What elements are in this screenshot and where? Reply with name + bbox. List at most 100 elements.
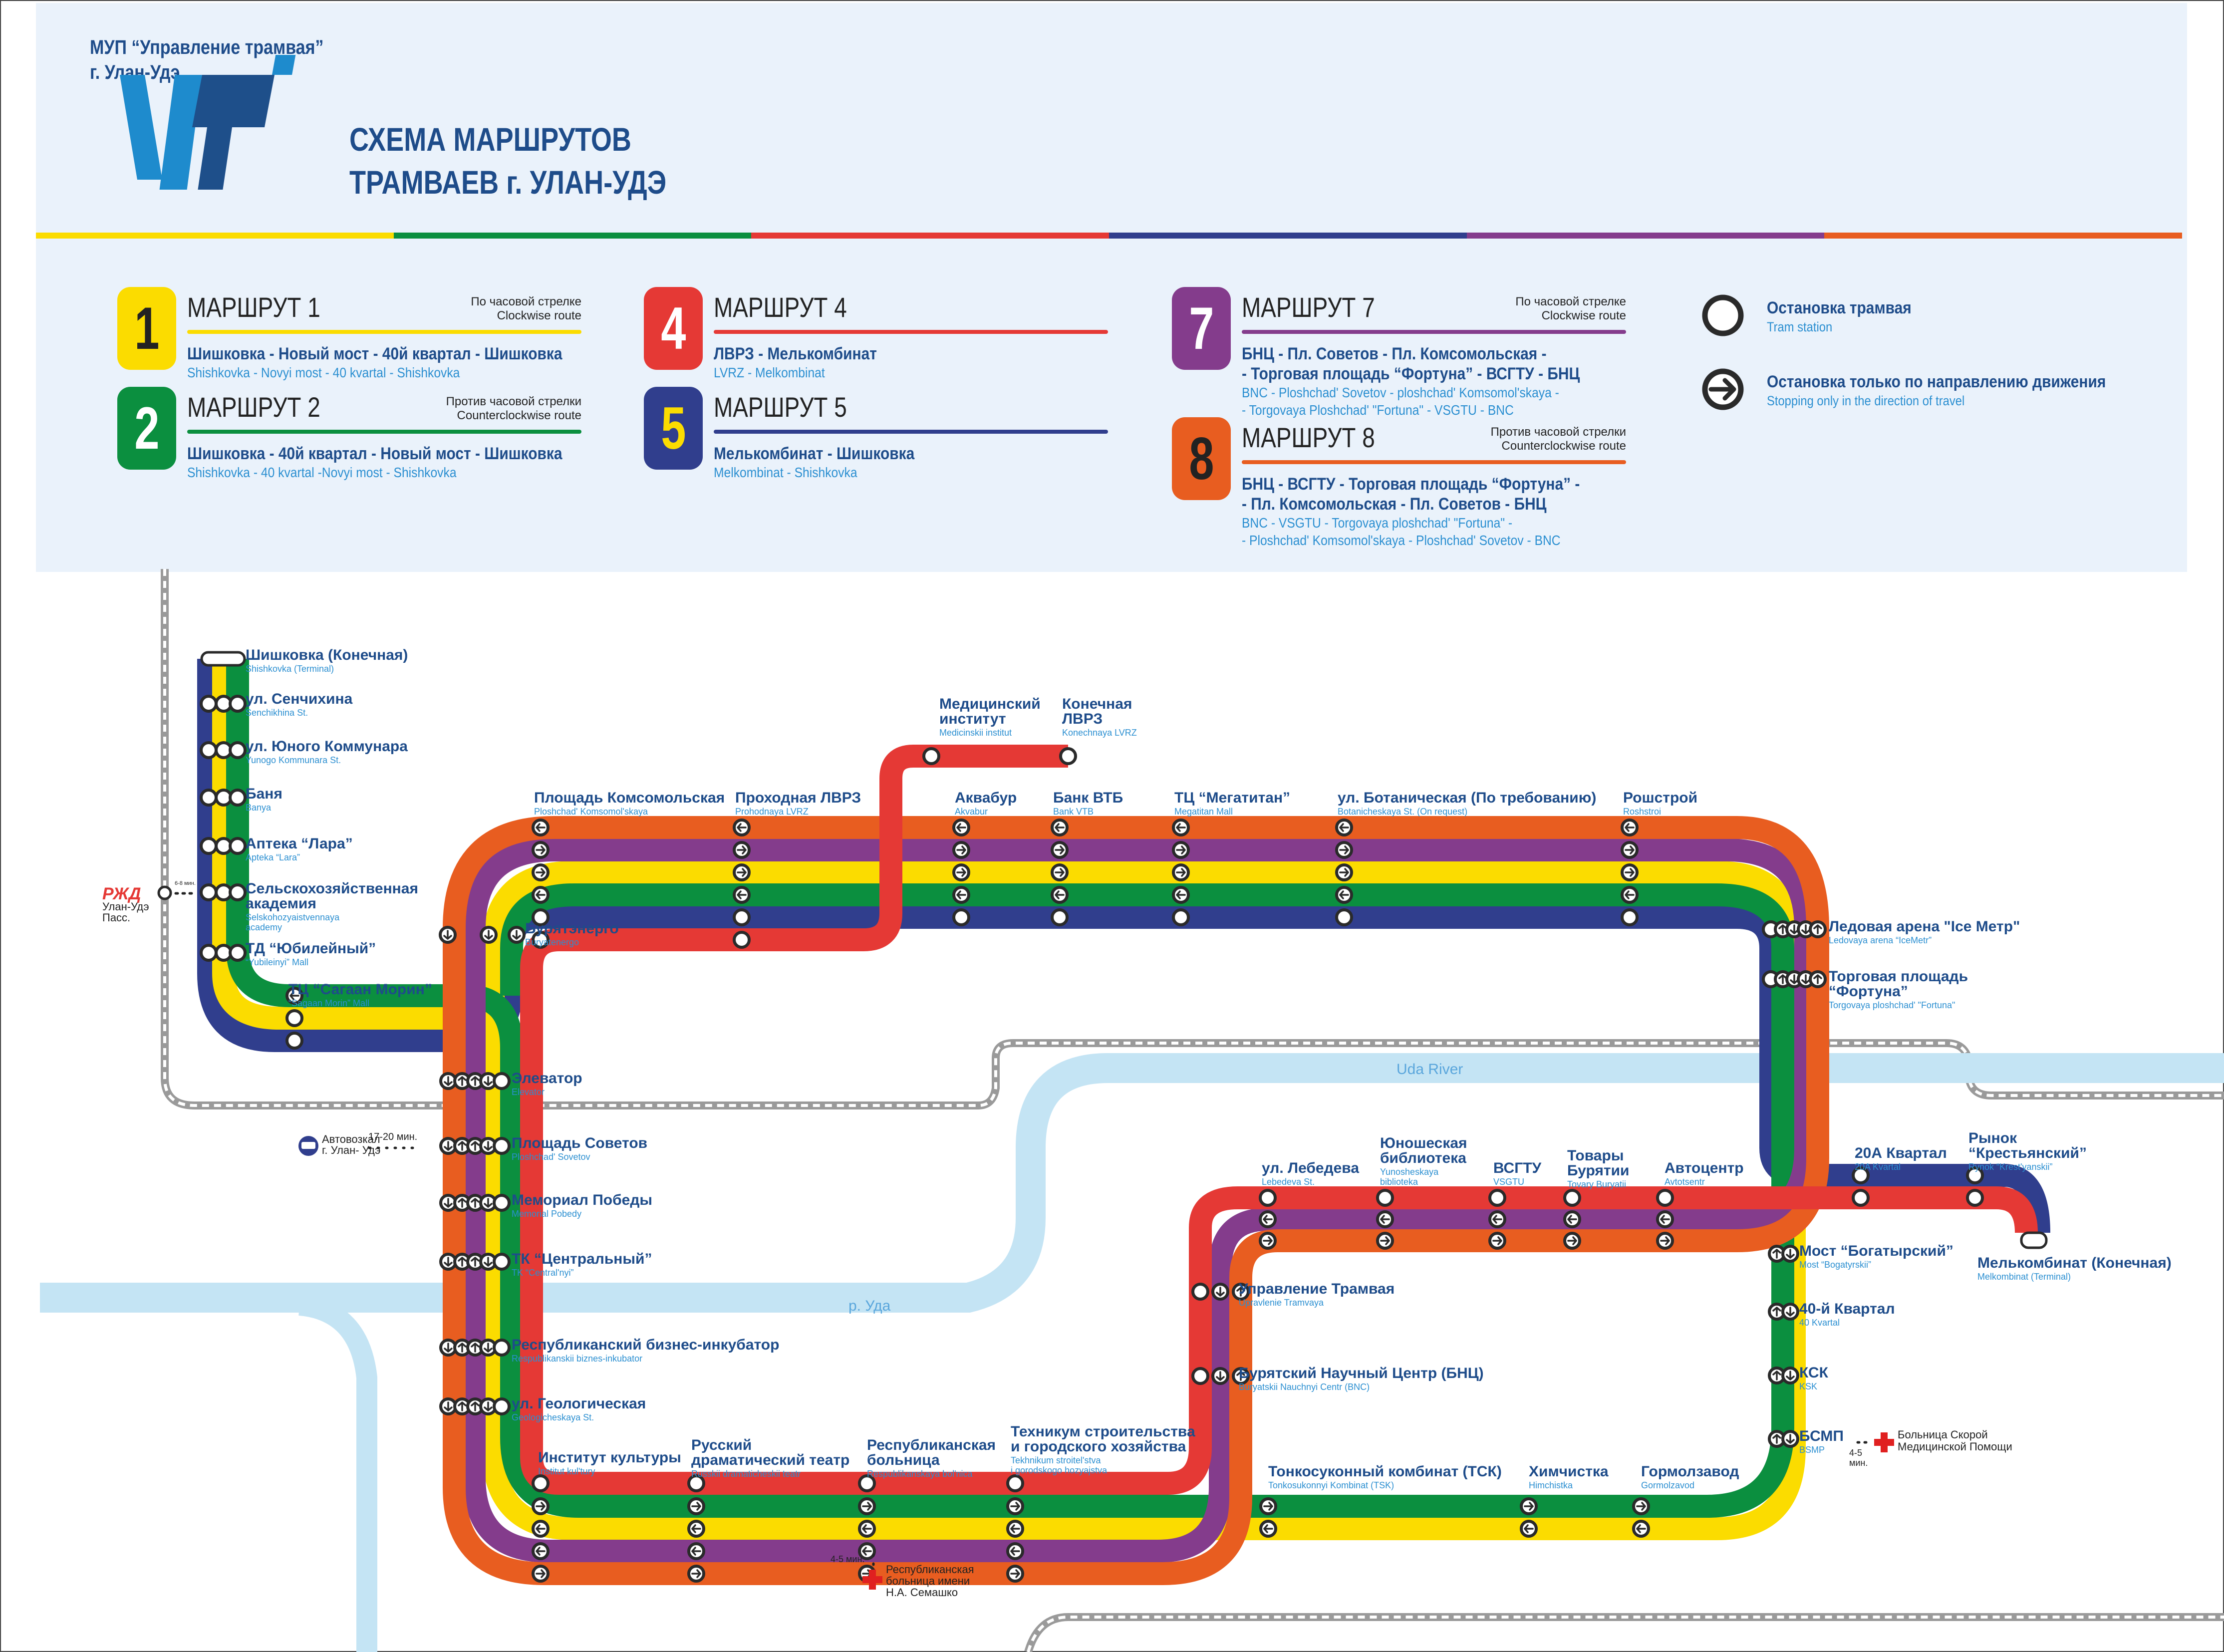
route-card-5: 5 МАРШРУТ 5 Мелькомбинат - Шишковка Melk… xyxy=(644,387,1108,480)
station-label[interactable]: ул. Ботаническая (По требованию)Botanich… xyxy=(1338,790,1596,817)
walk-time: мин. xyxy=(1849,1458,1868,1468)
directional-stop-icon xyxy=(1378,1212,1392,1227)
tram-stop-icon xyxy=(1378,1190,1392,1205)
tram-stop-icon xyxy=(201,743,216,758)
tram-stop-icon xyxy=(1853,1190,1868,1205)
tram-stop-icon xyxy=(230,696,245,711)
directional-stop-icon xyxy=(1565,1233,1580,1248)
station-name-ru: ЛВРЗ xyxy=(1062,711,1103,727)
directional-stop-icon xyxy=(533,865,548,880)
station-name-en: Respublikanskaya bol'nica xyxy=(867,1469,973,1479)
route-badge: 5 xyxy=(644,387,703,470)
station-label[interactable]: Мост “Богатырский”Most “Bogatyrskii” xyxy=(1799,1243,1953,1270)
station-name-en: Russkii dramaticheskii teatr xyxy=(691,1469,801,1479)
uda-river xyxy=(40,1053,2224,1652)
tram-stop-icon xyxy=(954,910,969,925)
directional-stop-icon xyxy=(1634,1499,1649,1514)
page-title: СХЕМА МАРШРУТОВ ТРАМВАЕВ г. УЛАН-УДЭ xyxy=(349,118,666,204)
station-name-ru: больница xyxy=(867,1452,940,1468)
station-name-ru: институт xyxy=(939,711,1006,727)
route-color-line xyxy=(187,330,581,334)
station-name-ru: Торговая площадь xyxy=(1829,968,1968,985)
station-name-en: Apteka “Lara” xyxy=(246,852,300,862)
station-label[interactable]: Бурятский Научный Центр (БНЦ)Buryatskii … xyxy=(1239,1365,1484,1392)
route-card-4: 4 МАРШРУТ 4 ЛВРЗ - Мелькомбинат LVRZ - M… xyxy=(644,287,1108,380)
station-name-en: Ploshchad' Sovetov xyxy=(512,1152,590,1162)
station-label[interactable]: ТЦ “Мегатитан”Megatitan Mall xyxy=(1174,790,1290,817)
station-label[interactable]: Ледовая арена "Ice Метр"Ledovaya arena “… xyxy=(1829,918,2020,945)
directional-stop-icon xyxy=(954,887,969,902)
walk-time: 4-5 xyxy=(1849,1448,1862,1458)
station-name-ru: ТЦ “Мегатитан” xyxy=(1174,790,1290,806)
directional-stop-icon xyxy=(1622,820,1637,835)
tram-stop-icon xyxy=(1052,910,1067,925)
station-name-ru: Мост “Богатырский” xyxy=(1799,1243,1953,1259)
legend-label-ru: Остановка только по направлению движения xyxy=(1767,372,2106,391)
station-label[interactable]: Аптека “Лара”Apteka “Lara” xyxy=(246,835,353,862)
station-name-en: Akvabur xyxy=(955,807,988,817)
station-label[interactable]: Мелькомбинат (Конечная)Melkombinat (Term… xyxy=(1977,1255,2172,1282)
station-label[interactable]: Тонкосуконный комбинат (ТСК)Tonkosukonny… xyxy=(1268,1463,1502,1490)
station-name-ru: Мемориал Победы xyxy=(512,1192,652,1208)
station-labels: Шишковка (Конечная)Shishkovka (Terminal)… xyxy=(246,647,2172,1490)
directional-stop-icon xyxy=(533,1499,548,1514)
station-label[interactable]: ТЦ “Сагаан Морин”“Sagaan Morin” Mall xyxy=(288,981,432,1008)
rail-station-icon xyxy=(157,885,172,900)
station-name-en: Tonkosukonnyi Kombinat (TSK) xyxy=(1268,1480,1394,1490)
tram-stop-icon xyxy=(230,790,245,805)
directional-stop-icon xyxy=(1008,1499,1023,1514)
station-label[interactable]: Торговая площадь“Фортуна”Torgovaya plosh… xyxy=(1829,968,1968,1010)
station-name-en: Upravlenie Tramvaya xyxy=(1239,1298,1324,1308)
station-label[interactable]: ЮношескаябиблиотекаYunosheskayabibliotek… xyxy=(1380,1135,1467,1187)
directional-stop-icon xyxy=(440,927,455,942)
station-label[interactable]: Рынок“Крестьянский”Rynok “Krest'yanskii” xyxy=(1968,1130,2087,1172)
station-name-ru: ТД “Юбилейный” xyxy=(246,940,376,957)
directional-stop-icon xyxy=(1008,1566,1023,1581)
station-name-ru: ТЦ “Сагаан Морин” xyxy=(288,981,432,998)
station-label[interactable]: ТД “Юбилейный”“Yubileinyi” Mall xyxy=(246,940,376,967)
station-label[interactable]: РеспубликанскаябольницаRespublikanskaya … xyxy=(867,1437,996,1479)
station-label[interactable]: СельскохозяйственнаяакадемияSelskohozyai… xyxy=(246,880,418,932)
station-label[interactable]: ТК “Центральный”TK “Central'nyi” xyxy=(512,1251,652,1278)
station-label[interactable]: Республиканский бизнес-инкубаторRespubli… xyxy=(512,1337,779,1364)
tram-stop-icon xyxy=(1702,294,1744,336)
hospital-name: больница имени xyxy=(886,1575,970,1587)
hospital-name: Больница Скорой xyxy=(1898,1428,1988,1441)
station-label[interactable]: Шишковка (Конечная)Shishkovka (Terminal) xyxy=(246,647,408,674)
station-name-ru: Институт культуры xyxy=(538,1449,681,1466)
route-path-ru: Шишковка - Новый мост - 40й квартал - Ши… xyxy=(187,344,562,363)
station-name-ru: ВСГТУ xyxy=(1493,1160,1542,1176)
tram-stop-icon xyxy=(201,696,216,711)
hospital-name: Медицинской Помощи xyxy=(1898,1440,2012,1453)
